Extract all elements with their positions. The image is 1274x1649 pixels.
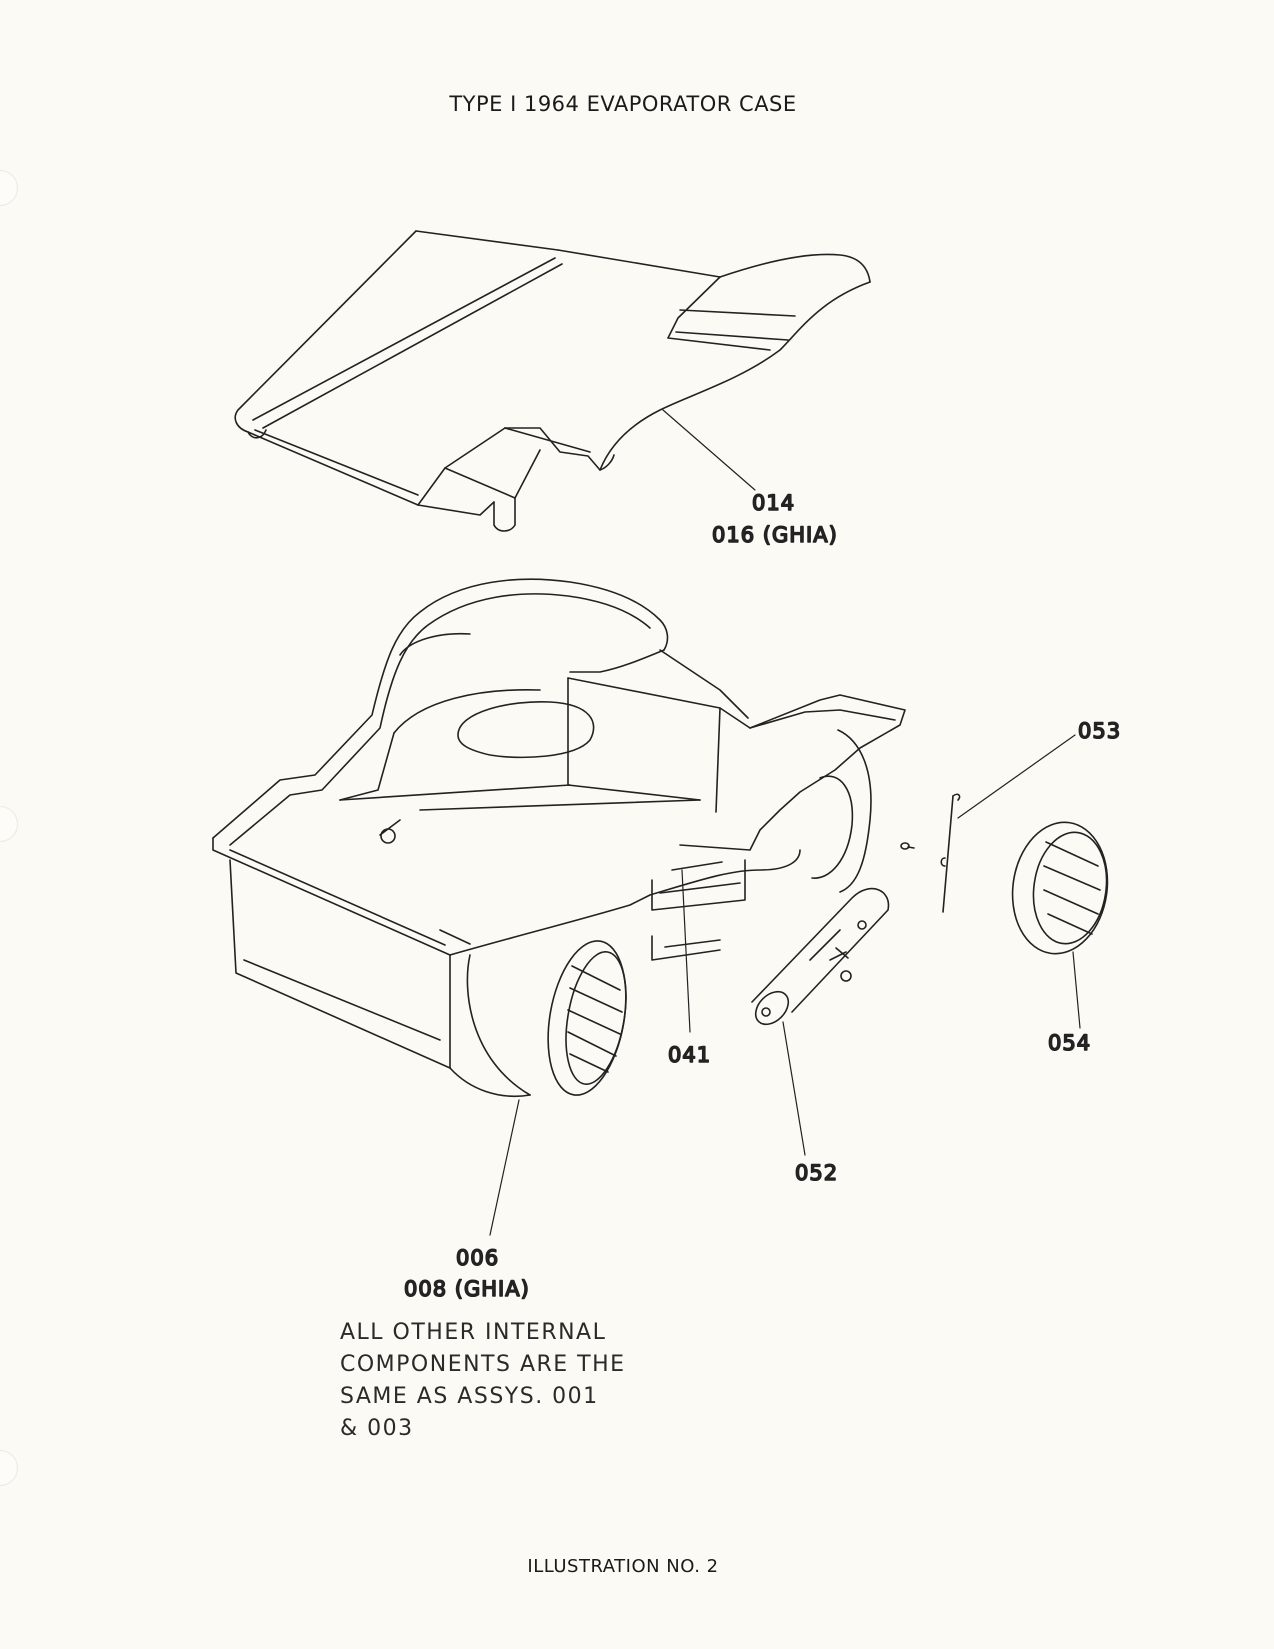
case-vent-outlet bbox=[449, 940, 627, 1098]
callout-008-ghia: 008 (GHIA) bbox=[404, 1277, 530, 1301]
shaft-part bbox=[751, 887, 890, 1026]
callout-016-ghia: 016 (GHIA) bbox=[712, 523, 838, 547]
note-line: COMPONENTS ARE THE bbox=[340, 1352, 626, 1377]
callout-006: 006 bbox=[456, 1246, 499, 1270]
note-line: SAME AS ASSYS. 001 bbox=[340, 1384, 599, 1409]
clip-part bbox=[900, 793, 961, 913]
note-line: & 003 bbox=[340, 1416, 414, 1441]
page-title: TYPE I 1964 EVAPORATOR CASE bbox=[449, 92, 797, 116]
callout-054: 054 bbox=[1048, 1031, 1091, 1055]
callout-014: 014 bbox=[752, 491, 795, 515]
vent-outlet-part bbox=[1011, 821, 1109, 955]
callout-052: 052 bbox=[795, 1161, 838, 1185]
leader-lines bbox=[489, 409, 1081, 1236]
evaporator-cover bbox=[234, 230, 871, 532]
illustration-caption: ILLUSTRATION NO. 2 bbox=[527, 1556, 719, 1577]
callout-041: 041 bbox=[668, 1043, 711, 1067]
evaporator-case-body bbox=[212, 578, 906, 1069]
callout-053: 053 bbox=[1078, 719, 1121, 743]
note-line: ALL OTHER INTERNAL bbox=[340, 1320, 607, 1345]
assembly-note: ALL OTHER INTERNAL COMPONENTS ARE THE SA… bbox=[340, 1317, 660, 1445]
